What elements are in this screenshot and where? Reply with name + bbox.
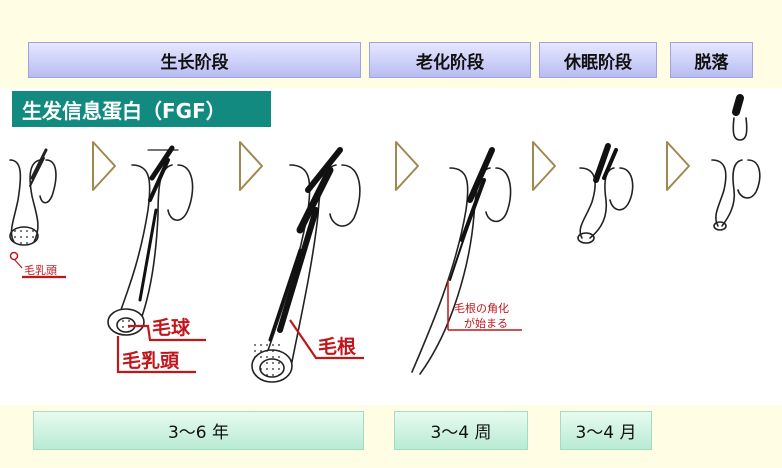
callout-dot (9, 251, 19, 261)
label-root: 毛根 (318, 336, 357, 358)
phase-anagen: 生长阶段 (28, 42, 361, 78)
follicle-exogen (711, 94, 761, 231)
duration-anagen: 3～6 年 (33, 411, 364, 450)
follicle-telogen (577, 143, 634, 244)
arrow-right-icon (666, 141, 690, 191)
label-root-note-2: が始まる (464, 317, 508, 330)
follicle-early-anagen (9, 148, 57, 246)
arrow-right-icon (532, 141, 556, 191)
label-papilla-small: 毛乳頭 (24, 264, 57, 277)
duration-telogen: 3～4 月 (560, 411, 652, 450)
duration-catagen: 3～4 周 (394, 411, 528, 450)
arrow-right-icon (92, 141, 116, 191)
phase-exogen: 脱落 (670, 42, 753, 78)
arrow-right-icon (239, 141, 263, 191)
phase-catagen: 老化阶段 (369, 42, 531, 78)
follicle-late-anagen (251, 147, 361, 383)
label-papilla: 毛乳頭 (122, 350, 180, 372)
arrow-right-icon (395, 141, 419, 191)
follicle-catagen (411, 147, 512, 375)
fgf-title: 生发信息蛋白（FGF） (12, 91, 271, 127)
label-bulb: 毛球 (152, 317, 191, 339)
phase-telogen: 休眠阶段 (539, 42, 657, 78)
label-root-note-1: 毛根の角化 (454, 302, 509, 315)
follicle-anagen (107, 145, 194, 336)
